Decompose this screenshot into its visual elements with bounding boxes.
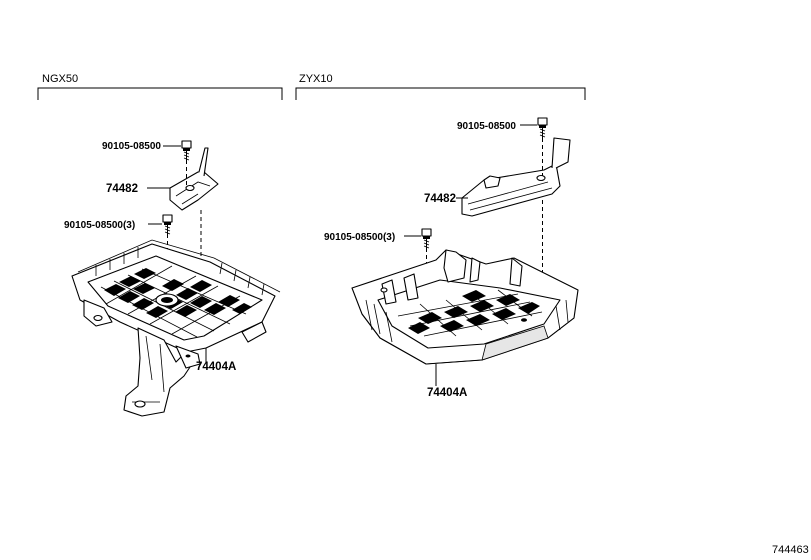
- zyx10-header: ZYX10: [295, 73, 586, 100]
- left-tray-label: 74404A: [196, 361, 236, 373]
- right-bolt-top-label: 90105-08500: [457, 121, 516, 132]
- right-top-bolt: [537, 117, 548, 138]
- left-assembly: 90105-08500 74482 90105-08500(3): [64, 140, 281, 417]
- right-assembly: 90105-08500 74482 90105-08500(3): [324, 117, 579, 399]
- left-top-bolt: [181, 140, 192, 161]
- left-bottom-bolt: [162, 214, 173, 235]
- figure-id: 744463: [772, 544, 809, 556]
- left-battery-tray: [71, 239, 281, 417]
- right-tray-cells: [408, 290, 540, 334]
- right-cover: [461, 137, 571, 217]
- right-bolt-bottom-label: 90105-08500(3): [324, 232, 395, 243]
- zyx10-bracket: [295, 87, 586, 100]
- ngx50-header: NGX50: [37, 73, 283, 100]
- left-bolt-bottom-label: 90105-08500(3): [64, 220, 135, 231]
- left-tray-cells: [104, 268, 252, 318]
- zyx10-label: ZYX10: [299, 73, 333, 85]
- left-bracket-label: 74482: [106, 183, 138, 195]
- right-bottom-bolt: [421, 228, 432, 249]
- right-cover-label: 74482: [424, 193, 456, 205]
- left-bolt-top-label: 90105-08500: [102, 141, 161, 152]
- right-battery-tray: [351, 249, 579, 365]
- right-tray-label: 74404A: [427, 387, 467, 399]
- ngx50-bracket: [37, 87, 283, 100]
- left-bracket: [169, 147, 219, 211]
- ngx50-label: NGX50: [42, 73, 78, 85]
